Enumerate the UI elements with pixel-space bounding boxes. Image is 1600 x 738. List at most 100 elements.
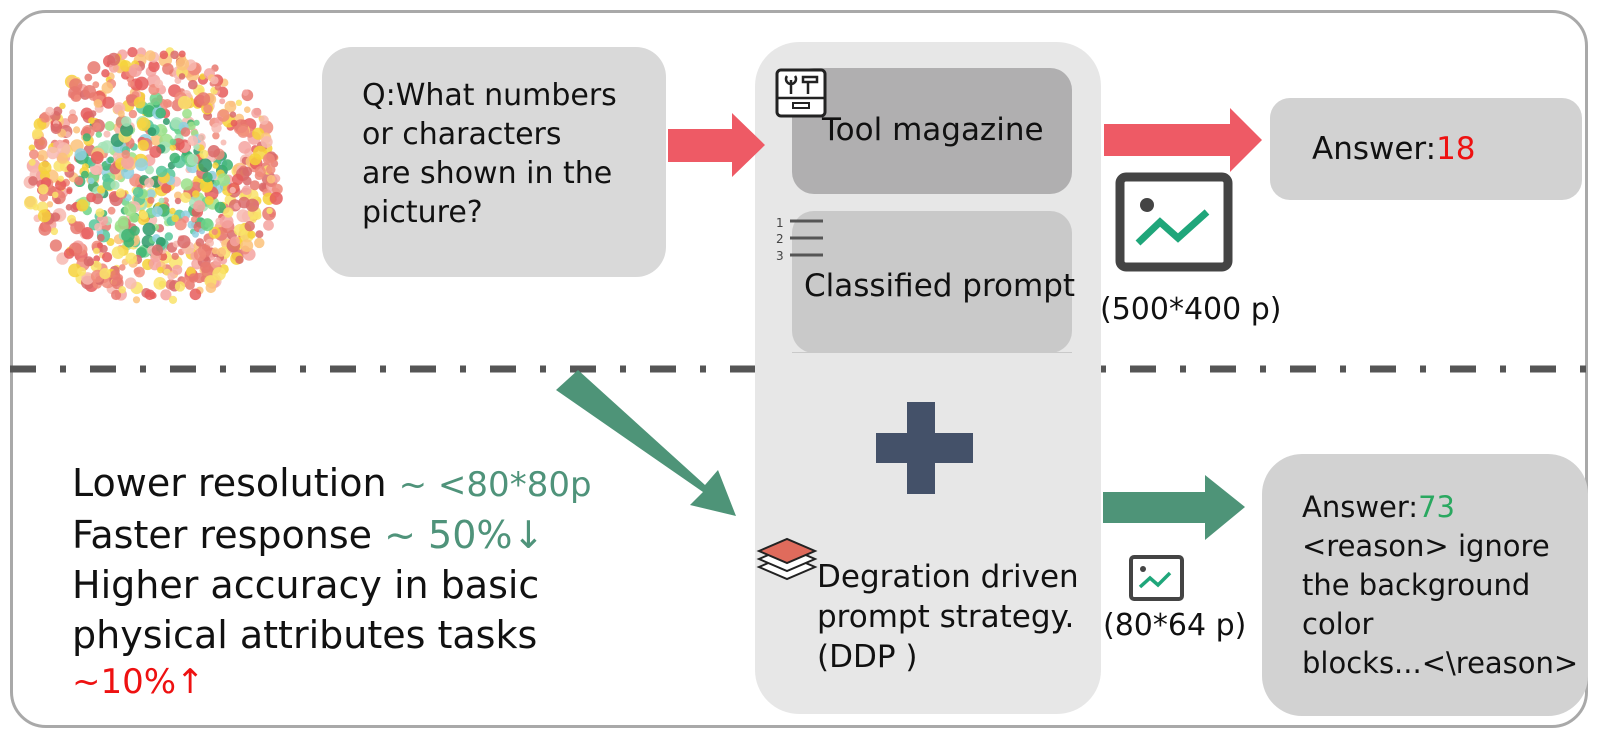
plate-dot [164,232,173,241]
plate-dot [87,61,101,75]
plate-dot [127,47,138,58]
ddp-label: Degration driven prompt strategy. (DDP ) [817,557,1079,677]
plate-dot [153,277,167,290]
plate-dot [157,266,164,274]
plate-dot [199,149,209,159]
plate-dot [214,83,222,91]
svg-text:1: 1 [776,216,784,230]
image-chart-icon-small [1129,555,1184,601]
plate-dot [142,222,156,236]
plate-dot [70,221,84,235]
plate-dot [174,281,186,292]
question-line: picture? [362,195,483,230]
plate-dot [203,104,213,114]
plate-dot [237,125,250,138]
plate-dot [50,227,59,236]
plate-dot [82,126,92,136]
plate-dot [219,98,226,105]
plate-dot [95,131,103,138]
plate-dot [162,63,174,75]
plate-dot [38,161,52,175]
plate-dot [118,215,129,227]
plate-dot [55,179,67,191]
plate-dot [167,272,176,281]
plate-dot [247,230,256,239]
red-arrow-input [668,113,765,177]
top-answer-value: 18 [1436,131,1476,167]
plate-dot [28,158,36,166]
plate-dot [76,199,89,212]
plate-dot [144,50,156,62]
plate-dot [169,138,177,146]
numbered-list-icon: 1 2 3 [776,216,823,263]
plate-dot [92,81,100,89]
plate-dot [155,107,166,119]
plate-dot [82,133,91,142]
plate-dot [134,266,145,278]
plate-dot [86,192,96,203]
red-arrow-output [1104,108,1262,172]
plate-dot [266,207,273,215]
ddp-line: (DDP ) [817,639,918,675]
plate-dot [190,216,198,223]
plate-dot [111,246,125,259]
benefit-speed: Faster response ~ 50%↓ [72,513,545,557]
plate-dot [198,158,213,173]
plate-dot [46,201,54,208]
plate-dot [178,73,186,80]
plate-dot [233,224,246,236]
plate-dot [172,264,183,275]
question-line: are shown in the [362,156,613,191]
plate-dot [189,288,202,301]
plate-dot [108,62,119,73]
plate-dot [54,197,61,205]
plate-dot [154,79,164,89]
plate-dot [121,156,134,169]
classified-prompt-label: Classified prompt [804,268,1076,304]
plate-dot [188,79,198,90]
plate-dot [64,131,71,138]
plate-dot [132,296,141,304]
plate-dot [245,198,259,212]
plate-dot [137,139,149,151]
classified-box-edge [792,352,1072,353]
plate-dot [38,192,49,202]
plate-dot [193,119,200,126]
plate-dot [174,191,182,200]
plate-dot [46,146,59,160]
plate-dot [205,282,217,294]
plate-dot [193,200,206,213]
plate-dot [254,237,265,249]
reason-line: the background [1302,568,1531,602]
ddp-line: Degration driven [817,559,1079,595]
plate-dot [52,191,59,198]
plate-dot [50,123,62,135]
plate-dot [38,184,49,195]
plate-dot [169,144,176,151]
classified-prompt-box [792,211,1072,353]
plate-dot [220,139,227,146]
plate-dot [148,258,162,271]
plate-dot [103,130,111,138]
plate-dot [33,136,48,150]
plate-dot [224,100,237,113]
toolbox-icon [775,68,827,118]
accuracy-value: ~10%↑ [72,662,205,702]
plate-dot [149,92,163,106]
plate-dot [97,185,106,194]
plate-dot [213,179,220,186]
plate-dot [200,218,214,232]
plate-dot [216,247,227,257]
plate-dot [81,163,89,171]
plate-dot [93,247,100,255]
question-line: Q:What numbers [362,78,617,113]
plate-dot [90,151,104,164]
plate-dot [77,267,87,276]
plate-dot [134,76,149,91]
plate-dot [110,180,120,190]
plate-dot [186,153,199,166]
plate-dot [69,78,83,92]
center-panel-mask [755,352,1101,382]
plate-dot [155,165,168,178]
